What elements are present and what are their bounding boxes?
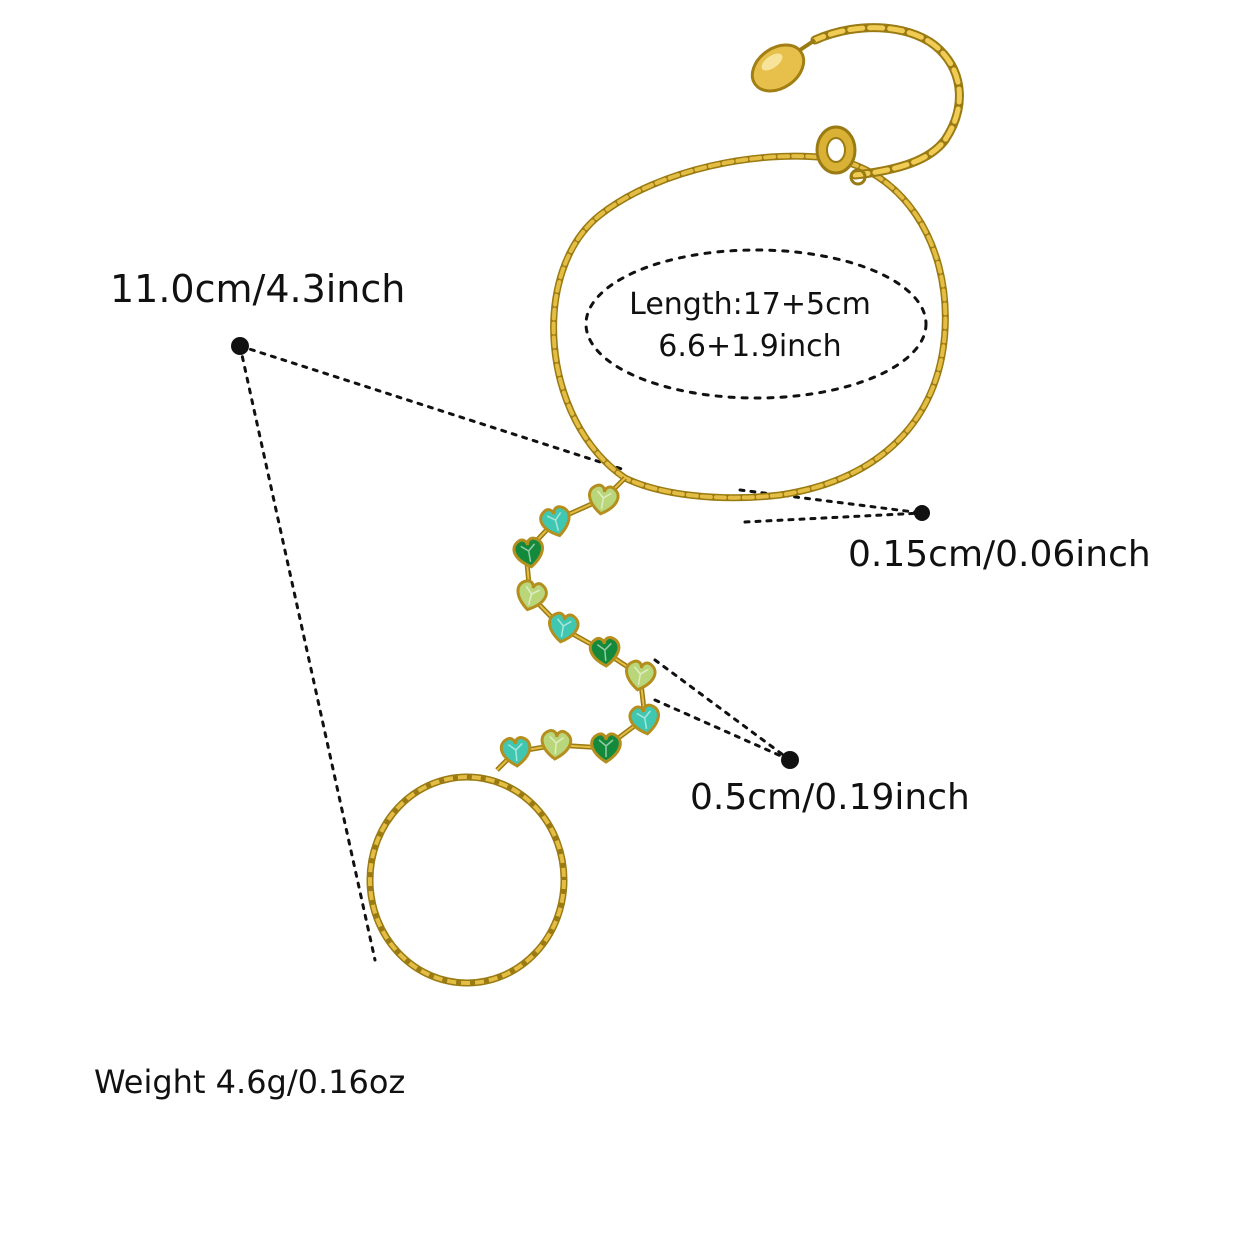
heart-stone (548, 611, 580, 644)
chain-width-line-lower (743, 511, 924, 524)
finger-ring-chain (366, 773, 568, 987)
heart-stone (590, 732, 622, 764)
heart-stone (499, 736, 532, 768)
chain-width-line-upper (738, 488, 924, 515)
heart-stone (516, 579, 548, 612)
bracelet-length-outline (584, 248, 928, 400)
length-marker-dot (231, 337, 249, 355)
heart-stone (588, 483, 620, 516)
bracelet-chain (550, 152, 949, 502)
heart-stone (512, 536, 544, 569)
stone-width-marker-dot (781, 751, 799, 769)
length-dimension-line-top (238, 344, 627, 472)
heart-stone (540, 729, 573, 761)
chain-width-label: 0.15cm/0.06inch (848, 534, 1151, 575)
stone-width-line-lower (653, 698, 792, 762)
heart-stones (499, 483, 660, 768)
extender-chain (810, 23, 964, 180)
bracelet-length-inch: 6.6+1.9inch (658, 329, 842, 364)
chain-width-marker-dot (914, 505, 930, 521)
total-length-label: 11.0cm/4.3inch (110, 267, 406, 311)
stone-width-label: 0.5cm/0.19inch (690, 777, 970, 818)
bracelet-length-label: Length:17+5cm 6.6+1.9inch (590, 284, 910, 368)
annotation-lines (238, 344, 924, 962)
heart-stone (628, 703, 660, 736)
length-dimension-line-side (238, 344, 377, 962)
lobster-clasp (815, 125, 867, 186)
weight-label: Weight 4.6g/0.16oz (94, 1063, 406, 1101)
heart-stone (539, 505, 571, 538)
heart-stone (588, 636, 621, 668)
bracelet-length-cm: Length:17+5cm (629, 287, 871, 322)
heart-stone (625, 659, 657, 692)
oval-tag (750, 38, 817, 93)
